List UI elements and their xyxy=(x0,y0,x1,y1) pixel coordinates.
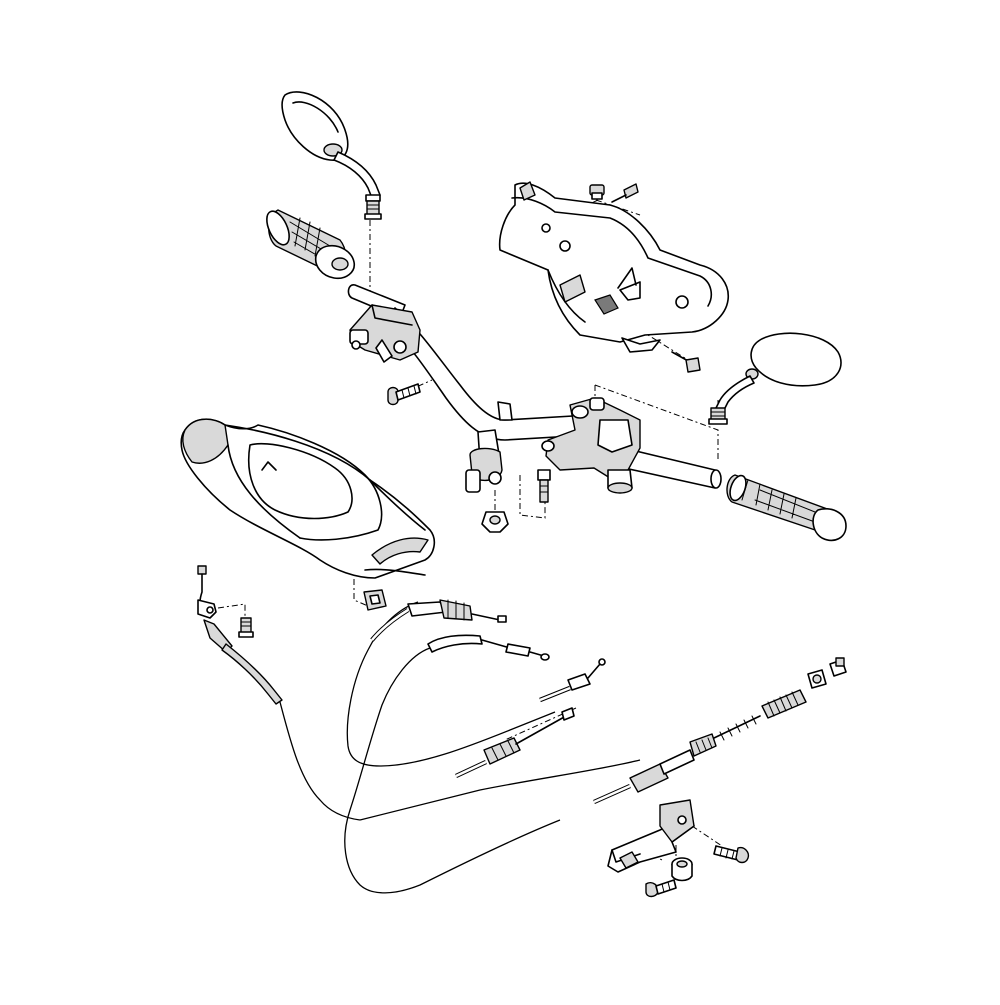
bracket-bolt-bottom xyxy=(645,879,677,898)
lock-nut xyxy=(481,511,509,533)
left-grip xyxy=(266,209,356,280)
speedometer-cable xyxy=(539,658,606,703)
cover-clip xyxy=(363,589,387,611)
left-mirror xyxy=(281,91,382,220)
choke-cable xyxy=(344,634,561,894)
bar-screw xyxy=(387,383,421,406)
brake-cable xyxy=(197,565,641,821)
bracket-bolt-right xyxy=(713,845,750,864)
screw-cover-top xyxy=(589,183,639,203)
bracket-bolt xyxy=(537,469,551,503)
right-grip xyxy=(726,474,847,542)
throttle-cable xyxy=(346,599,556,767)
handlebar xyxy=(347,284,722,494)
right-mirror xyxy=(708,332,842,425)
cable-bracket xyxy=(607,799,695,873)
front-handlebar-cover xyxy=(180,418,436,579)
rear-brake-cable xyxy=(593,657,847,805)
cable-adjuster xyxy=(455,707,575,779)
rubber-damper xyxy=(671,857,693,882)
rear-handlebar-cover xyxy=(498,181,729,353)
screw-cover-bottom xyxy=(671,351,701,373)
